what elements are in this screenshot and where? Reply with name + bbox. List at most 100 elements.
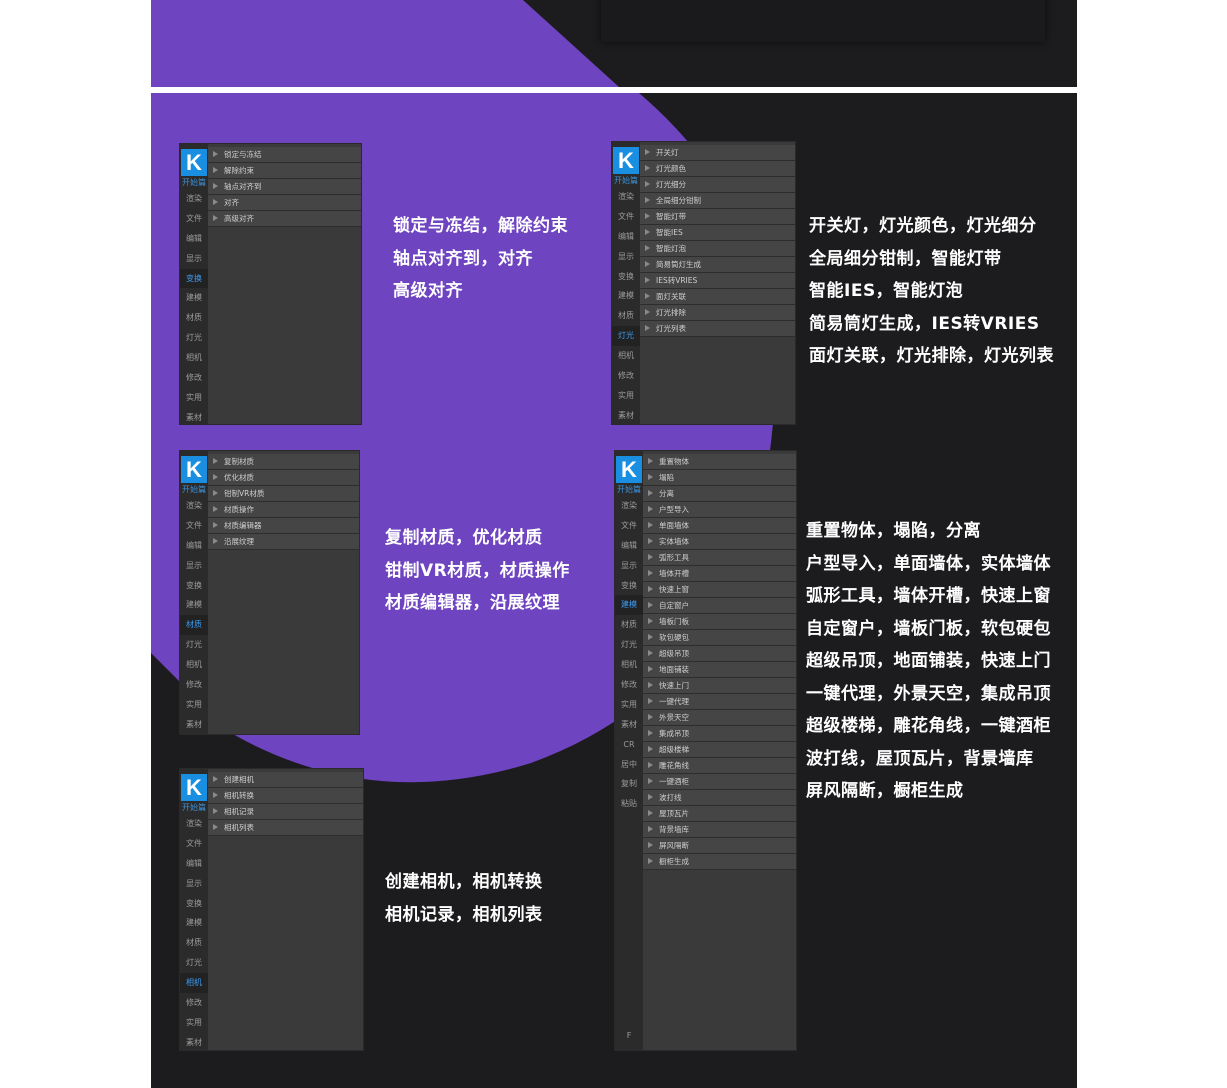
menu-item[interactable]: 优化材质: [208, 470, 359, 486]
menu-item[interactable]: 灯光列表: [640, 321, 795, 337]
sidebar-item[interactable]: 编辑: [186, 858, 202, 868]
menu-item[interactable]: 对齐: [208, 195, 361, 211]
menu-item[interactable]: 背景墙库: [643, 822, 796, 838]
sidebar-item[interactable]: 渲染: [186, 194, 202, 203]
menu-item[interactable]: 超级楼梯: [643, 742, 796, 758]
menu-item[interactable]: 雕花角线: [643, 758, 796, 774]
sidebar-item[interactable]: 实用: [186, 699, 202, 709]
menu-item[interactable]: 智能灯带: [640, 209, 795, 225]
menu-item[interactable]: 高级对齐: [208, 211, 361, 227]
sidebar-item[interactable]: 编辑: [186, 233, 202, 243]
sidebar-item[interactable]: 编辑: [186, 540, 202, 550]
menu-item[interactable]: 相机记录: [208, 804, 363, 820]
sidebar-item[interactable]: 素材: [618, 410, 634, 420]
sidebar-item[interactable]: 渲染: [186, 819, 202, 828]
sidebar-item[interactable]: 居中: [621, 759, 637, 769]
menu-item[interactable]: 弧形工具: [643, 550, 796, 566]
sidebar-item[interactable]: 文件: [186, 213, 202, 223]
sidebar-item[interactable]: 灯光: [186, 640, 202, 650]
sidebar-item[interactable]: 文件: [618, 211, 634, 221]
menu-item[interactable]: 单面墙体: [643, 518, 796, 534]
sidebar-item[interactable]: 显示: [621, 560, 637, 570]
sidebar-item[interactable]: 灯光: [186, 958, 202, 968]
menu-item[interactable]: 轴点对齐到: [208, 179, 361, 195]
sidebar-item[interactable]: 文件: [186, 838, 202, 848]
menu-item[interactable]: 创建相机: [208, 772, 363, 788]
menu-item[interactable]: 全局细分钳制: [640, 193, 795, 209]
menu-item[interactable]: 灯光排除: [640, 305, 795, 321]
sidebar-item[interactable]: 显示: [186, 253, 202, 263]
sidebar-item[interactable]: 编辑: [621, 540, 637, 550]
sidebar-item[interactable]: 素材: [621, 719, 637, 729]
menu-item[interactable]: 集成吊顶: [643, 726, 796, 742]
sidebar-item[interactable]: 材质: [618, 311, 634, 321]
sidebar-item[interactable]: 灯光: [621, 640, 637, 650]
sidebar-item[interactable]: 相机: [180, 973, 208, 994]
sidebar-item[interactable]: 材质: [180, 615, 208, 636]
sidebar-item[interactable]: 建模: [186, 293, 202, 303]
menu-item[interactable]: 实体墙体: [643, 534, 796, 550]
sidebar-item[interactable]: 实用: [186, 1017, 202, 1027]
sidebar-item[interactable]: 实用: [186, 392, 202, 402]
sidebar-item[interactable]: 修改: [186, 998, 202, 1008]
menu-item[interactable]: 橱柜生成: [643, 854, 796, 870]
sidebar-item[interactable]: 渲染: [186, 501, 202, 510]
menu-item[interactable]: 屋顶瓦片: [643, 806, 796, 822]
menu-item[interactable]: 地面铺装: [643, 662, 796, 678]
sidebar-item[interactable]: 修改: [621, 680, 637, 690]
menu-item[interactable]: 钳制VR材质: [208, 486, 359, 502]
sidebar-item[interactable]: 材质: [621, 620, 637, 630]
sidebar-item[interactable]: 编辑: [618, 231, 634, 241]
sidebar-item[interactable]: 变换: [186, 898, 202, 908]
menu-item[interactable]: 波打线: [643, 790, 796, 806]
sidebar-item[interactable]: 修改: [186, 680, 202, 690]
menu-item[interactable]: 解除约束: [208, 163, 361, 179]
menu-item[interactable]: IES转VRIES: [640, 273, 795, 289]
menu-item[interactable]: 快速上窗: [643, 582, 796, 598]
sidebar-footer[interactable]: F: [626, 1031, 632, 1040]
sidebar-item[interactable]: 显示: [618, 251, 634, 261]
menu-item[interactable]: 分离: [643, 486, 796, 502]
menu-item[interactable]: 软包硬包: [643, 630, 796, 646]
sidebar-item[interactable]: 材质: [186, 938, 202, 948]
sidebar-item[interactable]: 建模: [186, 918, 202, 928]
menu-item[interactable]: 外景天空: [643, 710, 796, 726]
sidebar-item[interactable]: 文件: [621, 520, 637, 530]
menu-item[interactable]: 智能IES: [640, 225, 795, 241]
menu-item[interactable]: 简易筒灯生成: [640, 257, 795, 273]
menu-item[interactable]: 一键酒柜: [643, 774, 796, 790]
menu-item[interactable]: 灯光细分: [640, 177, 795, 193]
sidebar-item[interactable]: 灯光: [612, 326, 640, 347]
sidebar-item[interactable]: 素材: [186, 719, 202, 729]
menu-item[interactable]: 开关灯: [640, 145, 795, 161]
menu-item[interactable]: 屏风隔断: [643, 838, 796, 854]
menu-item[interactable]: 智能灯泡: [640, 241, 795, 257]
sidebar-item[interactable]: 建模: [618, 291, 634, 301]
sidebar-item[interactable]: 相机: [621, 660, 637, 670]
menu-item[interactable]: 快速上门: [643, 678, 796, 694]
menu-item[interactable]: 自定窗户: [643, 598, 796, 614]
sidebar-item[interactable]: 素材: [186, 412, 202, 422]
menu-item[interactable]: 材质操作: [208, 502, 359, 518]
sidebar-item[interactable]: 复制: [621, 779, 637, 789]
menu-item[interactable]: 超级吊顶: [643, 646, 796, 662]
sidebar-item[interactable]: 素材: [186, 1037, 202, 1047]
sidebar-item[interactable]: 变换: [180, 268, 208, 289]
menu-item[interactable]: 墙体开槽: [643, 566, 796, 582]
menu-item[interactable]: 墙板门板: [643, 614, 796, 630]
menu-item[interactable]: 锁定与冻结: [208, 147, 361, 163]
sidebar-item[interactable]: 灯光: [186, 333, 202, 343]
sidebar-item[interactable]: 相机: [186, 660, 202, 670]
sidebar-item[interactable]: 建模: [615, 595, 643, 616]
sidebar-item[interactable]: 相机: [618, 351, 634, 361]
sidebar-item[interactable]: 实用: [621, 699, 637, 709]
menu-item[interactable]: 一键代理: [643, 694, 796, 710]
sidebar-item[interactable]: 变换: [618, 271, 634, 281]
sidebar-item[interactable]: 修改: [186, 373, 202, 383]
menu-item[interactable]: 相机列表: [208, 820, 363, 836]
sidebar-item[interactable]: 建模: [186, 600, 202, 610]
menu-item[interactable]: 灯光颜色: [640, 161, 795, 177]
menu-item[interactable]: 塌陷: [643, 470, 796, 486]
sidebar-item[interactable]: 显示: [186, 878, 202, 888]
menu-item[interactable]: 沿展纹理: [208, 534, 359, 550]
